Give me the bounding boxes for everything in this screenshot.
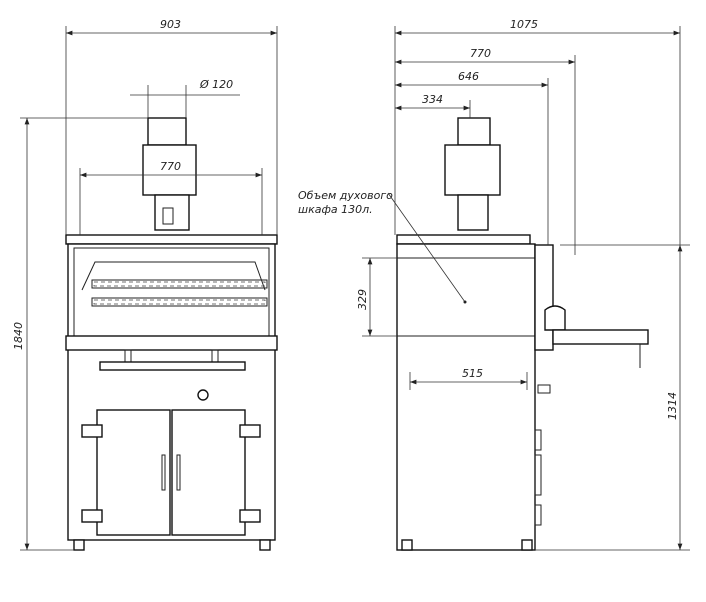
foot	[73, 539, 85, 551]
dim-depth-646: 646	[458, 70, 479, 83]
top-counter	[396, 234, 531, 245]
side-view: Объем духового шкафа 130л. 1075 770 646 …	[298, 18, 690, 551]
dim-counter-height-1314: 1314	[666, 392, 679, 420]
oven-volume-note-line2: шкафа 130л.	[298, 203, 373, 216]
dim-chimney-diameter: Ø 120	[199, 78, 233, 91]
door-handle-side	[544, 305, 566, 331]
side-body	[396, 243, 536, 551]
foot	[521, 539, 533, 551]
front-view: 903 Ø 120 770 1840	[12, 18, 278, 551]
dim-oven-height-329: 329	[356, 289, 369, 310]
dim-depth-770: 770	[470, 47, 491, 60]
hinge	[81, 509, 103, 523]
chimney-pipe	[457, 117, 491, 146]
dim-inner-width-770: 770	[160, 160, 181, 173]
flue-damper	[457, 194, 489, 231]
cabinet-door-left	[96, 409, 171, 536]
foot	[401, 539, 413, 551]
dim-height-1840: 1840	[12, 322, 25, 350]
foot	[259, 539, 271, 551]
hinge	[81, 424, 103, 438]
dim-oven-depth-515: 515	[462, 367, 483, 380]
door-handle	[99, 361, 246, 371]
oven-volume-note-line1: Объем духового	[298, 189, 393, 202]
hinge	[239, 509, 261, 523]
leader-line	[387, 192, 466, 303]
cabinet-door-right	[171, 409, 246, 536]
pull-out-tray	[552, 329, 649, 345]
grill-rack-lower	[91, 297, 268, 307]
dim-width-903: 903	[160, 18, 181, 31]
hinge	[239, 424, 261, 438]
chimney-box	[142, 144, 197, 196]
top-counter	[65, 234, 278, 245]
door-handle-left	[161, 454, 166, 491]
dim-depth-334: 334	[422, 93, 443, 106]
oven-door-panel	[65, 335, 278, 351]
grill-rack-upper	[91, 279, 268, 289]
chimney-pipe	[147, 117, 187, 146]
control-knob	[197, 389, 209, 401]
chimney-box	[444, 144, 501, 196]
dim-depth-1075: 1075	[510, 18, 538, 31]
flue-damper	[154, 194, 190, 231]
oven-door-side	[534, 244, 554, 351]
door-handle-right	[176, 454, 181, 491]
